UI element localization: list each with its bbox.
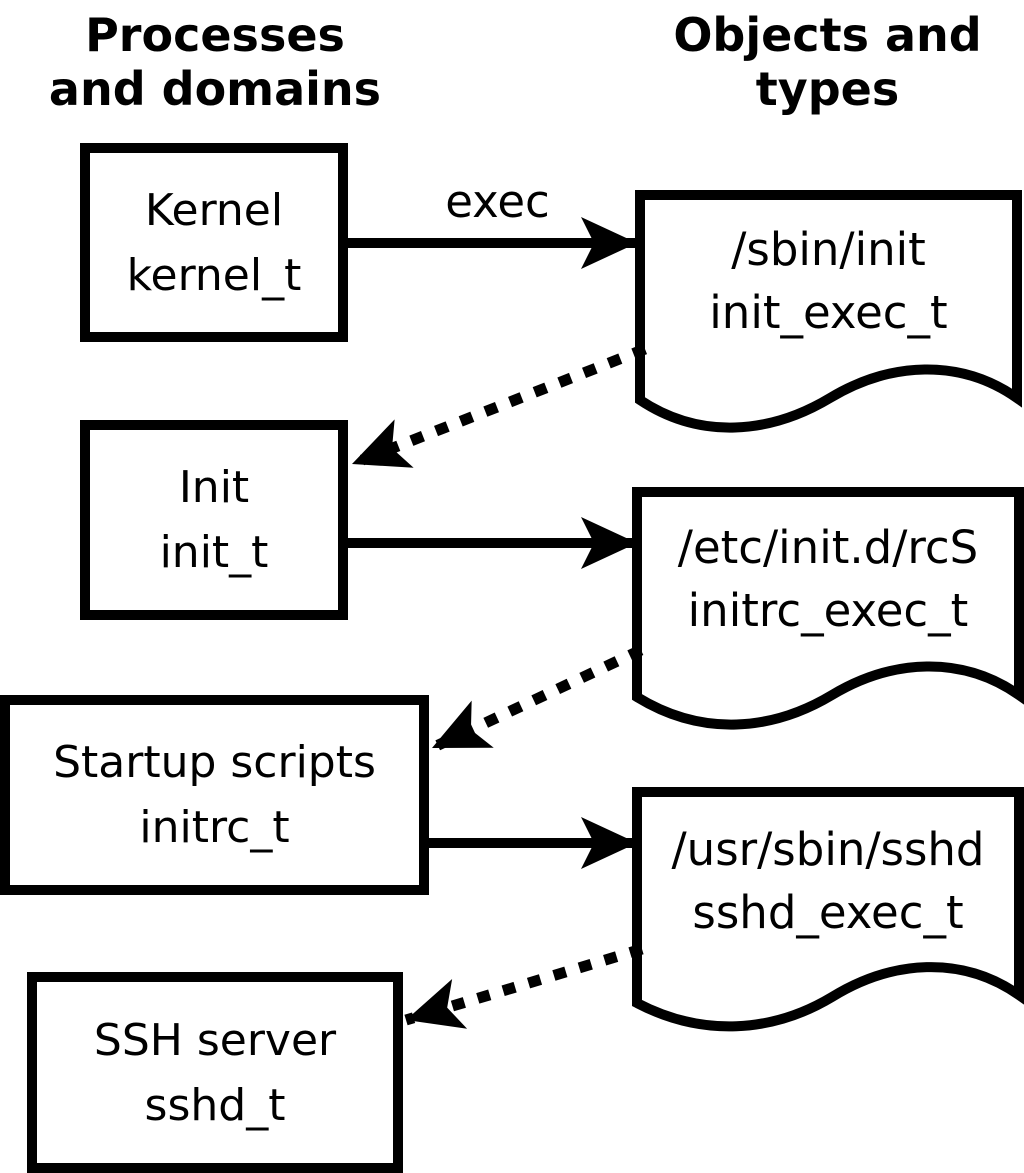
process-box-init: Init init_t <box>80 420 348 620</box>
document-shape-etc-initd-rcs <box>632 487 1024 730</box>
process-domain-sshd-t: sshd_t <box>144 1079 286 1131</box>
object-label-etc-initd-rcs: /etc/init.d/rcS initrc_exec_t <box>637 516 1019 642</box>
column-header-objects-line2: types <box>755 62 900 116</box>
process-box-startup-scripts: Startup scripts initrc_t <box>0 695 429 895</box>
object-type-initrc-exec-t: initrc_exec_t <box>687 584 969 637</box>
process-domain-initrc-t: initrc_t <box>139 802 290 853</box>
column-header-objects-line1: Objects and <box>673 8 982 62</box>
process-box-ssh-server: SSH server sshd_t <box>27 972 403 1173</box>
process-domain-kernel-t: kernel_t <box>126 249 302 301</box>
transition-arrow-sshd-to-sshd-t <box>404 943 644 1029</box>
process-name-init: Init <box>178 462 250 513</box>
object-label-usr-sbin-sshd: /usr/sbin/sshd sshd_exec_t <box>637 818 1019 944</box>
exec-arrow-label: exec <box>445 175 550 228</box>
column-header-processes: Processes and domains <box>20 8 410 116</box>
process-name-kernel: Kernel <box>144 184 284 236</box>
object-type-init-exec-t: init_exec_t <box>709 286 948 339</box>
object-path-usr-sbin-sshd: /usr/sbin/sshd <box>671 823 985 876</box>
process-name-startup-scripts: Startup scripts <box>53 737 376 788</box>
document-shape-sbin-init <box>635 190 1022 433</box>
transition-arrow-sbin-init-to-init-t <box>349 343 648 470</box>
column-header-processes-line2: and domains <box>48 62 382 116</box>
process-domain-init-t: init_t <box>159 527 269 578</box>
object-path-sbin-init: /sbin/init <box>731 223 926 276</box>
column-header-processes-line1: Processes <box>85 8 345 62</box>
object-path-etc-initd-rcs: /etc/init.d/rcS <box>677 521 979 574</box>
process-box-kernel: Kernel kernel_t <box>80 143 348 342</box>
process-name-ssh-server: SSH server <box>93 1014 337 1066</box>
object-label-sbin-init: /sbin/init init_exec_t <box>640 218 1017 344</box>
object-type-sshd-exec-t: sshd_exec_t <box>692 886 964 939</box>
column-header-objects: Objects and types <box>635 8 1020 116</box>
document-shape-usr-sbin-sshd <box>632 787 1024 1032</box>
transition-arrow-rcs-to-initrc-t <box>429 645 644 753</box>
